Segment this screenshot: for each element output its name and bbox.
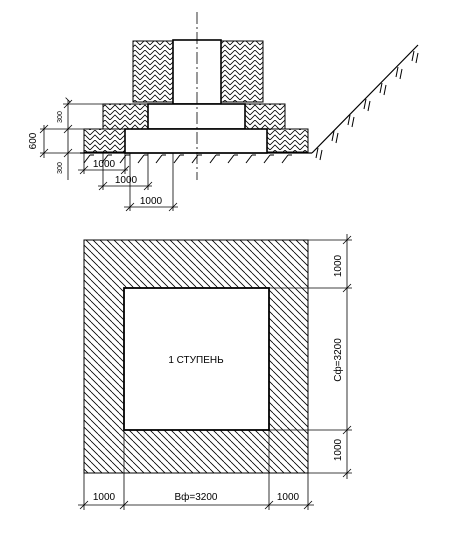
slope-hatch (315, 50, 419, 161)
plan-bottom-dimensions (78, 430, 314, 510)
plan-dim-right-mid: Сф=3200 (332, 338, 344, 382)
vertical-dimensions (39, 97, 103, 180)
dim-600: 600 (28, 132, 39, 149)
plan-dim-right-top: 1000 (333, 254, 344, 277)
plan-step-1 (123, 287, 270, 431)
backfill-right-lower (266, 128, 309, 153)
foundation-step-2 (147, 103, 246, 130)
foundation-step-1 (124, 128, 268, 154)
dim-300-lower: 300 (57, 162, 64, 174)
plan-view: 1 СТУПЕНЬ 1000 Сф=3200 1000 (78, 234, 352, 510)
dim-1000-c: 1000 (140, 196, 163, 207)
plan-right-dimensions (269, 234, 352, 479)
elevation-view: 300 600 300 1000 1000 1000 (28, 12, 419, 212)
horizontal-dimensions (78, 153, 178, 212)
backfill-right-upper (220, 40, 264, 103)
dim-1000-a: 1000 (93, 159, 116, 170)
plan-dim-bottom-right: 1000 (277, 492, 300, 503)
ground-hatch (83, 154, 292, 164)
backfill-left-lower (83, 128, 126, 153)
plan-dim-bottom-mid: Вф=3200 (175, 491, 218, 503)
backfill-left-middle (102, 103, 149, 130)
slope-line (311, 44, 419, 154)
plan-dim-bottom-left: 1000 (93, 492, 116, 503)
backfill-left-upper (132, 40, 174, 103)
dim-300-upper: 300 (57, 111, 64, 123)
dim-1000-b: 1000 (115, 175, 138, 186)
backfill-right-middle (244, 103, 286, 130)
step-label: 1 СТУПЕНЬ (168, 355, 224, 366)
plan-dim-right-bottom: 1000 (333, 438, 344, 461)
